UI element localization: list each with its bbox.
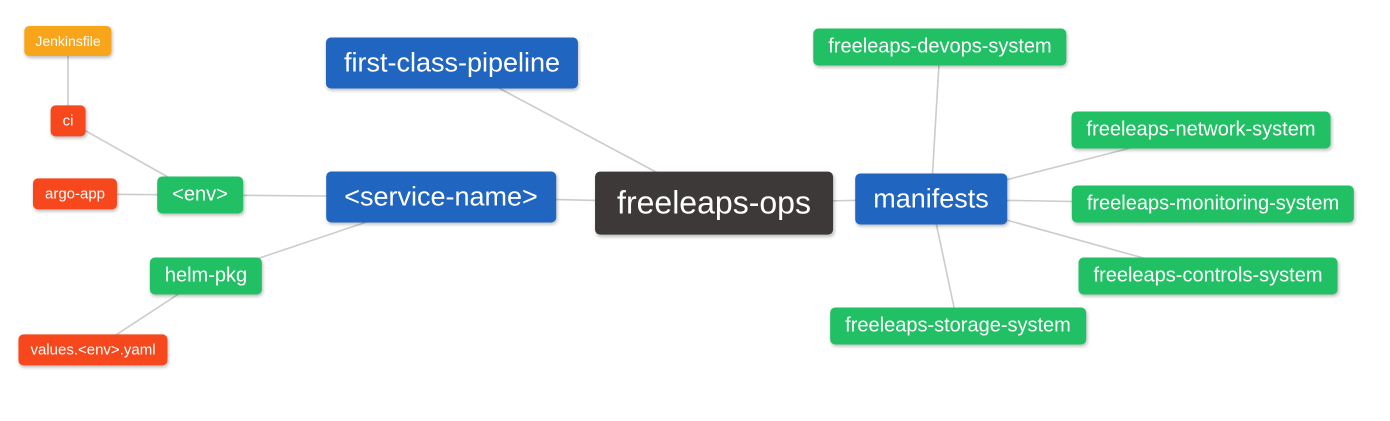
- node-env[interactable]: <env>: [157, 176, 243, 214]
- node-manifests[interactable]: manifests: [855, 173, 1007, 225]
- node-freeleaps-network-system[interactable]: freeleaps-network-system: [1071, 111, 1331, 149]
- node-freeleaps-devops-system[interactable]: freeleaps-devops-system: [813, 28, 1067, 66]
- node-freeleaps-monitoring-system[interactable]: freeleaps-monitoring-system: [1071, 185, 1355, 223]
- node-first-class-pipeline[interactable]: first-class-pipeline: [325, 37, 579, 89]
- node-values-env-yaml[interactable]: values.<env>.yaml: [18, 334, 168, 366]
- node-argo-app[interactable]: argo-app: [32, 178, 118, 210]
- node-jenkinsfile[interactable]: Jenkinsfile: [24, 25, 112, 57]
- node-freeleaps-storage-system[interactable]: freeleaps-storage-system: [830, 307, 1086, 345]
- node-ci[interactable]: ci: [50, 105, 86, 137]
- node-freeleaps-ops[interactable]: freeleaps-ops: [595, 171, 833, 235]
- node-helm-pkg[interactable]: helm-pkg: [149, 257, 263, 295]
- node-freeleaps-controls-system[interactable]: freeleaps-controls-system: [1078, 257, 1338, 295]
- node-service-name[interactable]: <service-name>: [326, 171, 556, 223]
